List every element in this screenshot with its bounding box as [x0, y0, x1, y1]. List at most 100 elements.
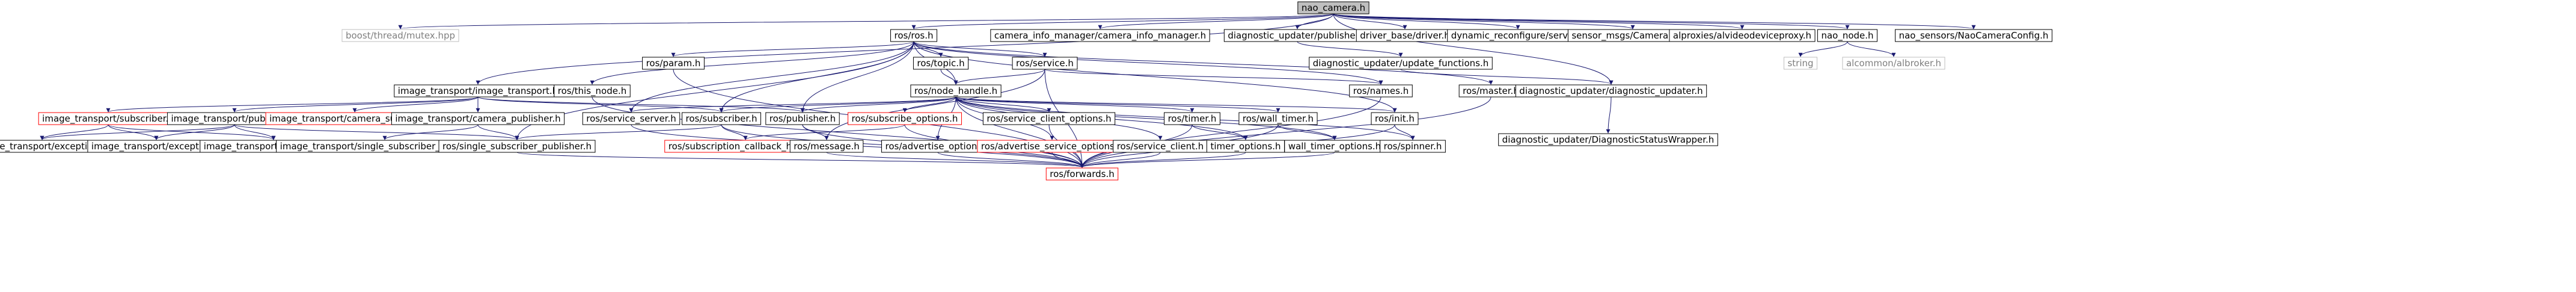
header-node-label: image_transport/image_transport.h	[398, 85, 558, 97]
include-edge	[937, 152, 1085, 168]
header-node-label: nao_node.h	[1821, 30, 1873, 42]
header-node-advopts[interactable]: ros/advertise_options.h	[881, 140, 994, 153]
header-node-label: ros/service_client.h	[1117, 141, 1204, 152]
include-edge	[1333, 13, 1635, 30]
include-edge	[40, 124, 235, 140]
header-node-itexc2[interactable]: image_transport/exception.h	[87, 140, 225, 153]
header-node-dupfun[interactable]: diagnostic_updater/update_functions.h	[1309, 57, 1493, 70]
include-edge	[1333, 13, 1520, 30]
header-node-boost-mutex: boost/thread/mutex.hpp	[341, 29, 459, 42]
header-node-box	[1371, 112, 1419, 125]
header-node-rossinglesub[interactable]: ros/single_subscriber_publisher.h	[438, 140, 596, 153]
include-edge	[955, 96, 1280, 113]
header-node-box	[1515, 84, 1707, 98]
header-node-naosensors[interactable]: nao_sensors/NaoCameraConfig.h	[1895, 29, 2052, 42]
header-node-label: diagnostic_updater/DiagnosticStatusWrapp…	[1502, 134, 1715, 146]
header-node-label: ros/node_handle.h	[914, 85, 997, 97]
header-node-box	[341, 29, 459, 42]
include-edge	[40, 124, 109, 140]
header-node-label: ros/subscription_callback_helper.h	[668, 141, 823, 152]
header-node-subscriber[interactable]: ros/subscriber.h	[682, 112, 761, 125]
header-node-dpub[interactable]: diagnostic_updater/publisher.h	[1223, 29, 1371, 42]
header-node-caminfo[interactable]: sensor_msgs/CameraInfo.h	[1567, 29, 1698, 42]
include-edge	[1080, 96, 1491, 168]
header-node-label: ros/param.h	[646, 58, 701, 69]
include-edge	[516, 152, 1085, 168]
include-edge	[824, 69, 1045, 140]
include-edge	[108, 124, 276, 140]
header-node-box	[789, 140, 864, 153]
include-edge	[382, 124, 479, 140]
include-edge	[913, 41, 1047, 57]
header-node-cim[interactable]: camera_info_manager/camera_info_manager.…	[990, 29, 1210, 42]
include-edge	[913, 41, 1383, 85]
header-node-ros-topic[interactable]: ros/topic.h	[913, 57, 969, 70]
header-node-names[interactable]: ros/names.h	[1349, 84, 1413, 98]
header-node-box	[682, 112, 761, 125]
header-node-walltimeropts[interactable]: wall_timer_options.h	[1284, 140, 1385, 153]
header-node-forwards[interactable]: ros/forwards.h	[1045, 167, 1119, 181]
include-edge	[1606, 96, 1612, 134]
header-node-dynrec[interactable]: dynamic_reconfigure/server.h	[1447, 29, 1589, 42]
header-node-label: image_transport/exception.h	[91, 141, 221, 152]
header-node-itsub[interactable]: image_transport/subscriber.h	[38, 112, 179, 125]
header-node-timer[interactable]: ros/timer.h	[1164, 112, 1220, 125]
header-node-label: camera_info_manager/camera_info_manager.…	[994, 30, 1206, 42]
header-node-dbase[interactable]: driver_base/driver.h	[1356, 29, 1454, 42]
header-node-dswrap[interactable]: diagnostic_updater/DiagnosticStatusWrapp…	[1498, 133, 1718, 146]
header-node-string: string	[1783, 57, 1818, 70]
header-node-label: sensor_msgs/CameraInfo.h	[1571, 30, 1693, 42]
header-node-dupd[interactable]: diagnostic_updater/diagnostic_updater.h	[1515, 84, 1707, 98]
header-node-label: string	[1787, 58, 1813, 69]
header-node-timeropts[interactable]: timer_options.h	[1206, 140, 1285, 153]
include-edge	[1192, 124, 1248, 140]
header-node-label: nao_camera.h	[1302, 2, 1365, 14]
header-node-svcclient[interactable]: ros/service_client.h	[1113, 140, 1208, 153]
include-edge	[1333, 13, 1850, 30]
header-node-naonode[interactable]: nao_node.h	[1817, 29, 1878, 42]
header-node-label: ros/forwards.h	[1050, 169, 1114, 179]
include-edge	[1080, 152, 1335, 168]
header-node-node-handle[interactable]: ros/node_handle.h	[910, 84, 1002, 98]
header-node-box	[1895, 29, 2052, 42]
header-node-label: dynamic_reconfigure/server.h	[1451, 30, 1585, 42]
header-node-label: ros/single_subscriber_publisher.h	[442, 141, 592, 152]
header-node-scopts[interactable]: ros/service_client_options.h	[982, 112, 1116, 125]
header-node-label: ros/timer.h	[1168, 113, 1217, 124]
header-node-label: ros/master.h	[1463, 85, 1519, 96]
header-node-box	[1380, 140, 1446, 153]
include-edge	[721, 124, 748, 140]
header-node-label: boost/thread/mutex.hpp	[346, 30, 455, 41]
header-node-this-node[interactable]: ros/this_node.h	[554, 84, 631, 98]
header-node-it[interactable]: image_transport/image_transport.h	[394, 84, 562, 98]
header-node-label: ros/init.h	[1375, 113, 1415, 124]
header-node-walltimer[interactable]: ros/wall_timer.h	[1238, 112, 1318, 125]
header-node-ros-ros[interactable]: ros/ros.h	[890, 29, 937, 42]
header-node-label: ros/this_node.h	[558, 85, 626, 97]
header-node-advsvcopts[interactable]: ros/advertise_service_options.h	[977, 140, 1127, 153]
header-node-ros-param[interactable]: ros/param.h	[642, 57, 705, 70]
header-node-message[interactable]: ros/message.h	[789, 140, 864, 153]
header-node-nao-camera[interactable]: nao_camera.h	[1297, 1, 1369, 14]
header-node-box	[848, 112, 962, 125]
header-node-box	[1164, 112, 1220, 125]
include-edge	[590, 41, 914, 85]
header-node-master[interactable]: ros/master.h	[1458, 84, 1523, 98]
header-node-ros-service[interactable]: ros/service.h	[1012, 57, 1078, 70]
header-node-subopts[interactable]: ros/subscribe_options.h	[848, 112, 962, 125]
header-node-itcampub[interactable]: image_transport/camera_publisher.h	[391, 112, 565, 125]
header-node-service-server[interactable]: ros/service_server.h	[582, 112, 681, 125]
header-node-label: ros/ros.h	[895, 30, 934, 41]
include-edge	[913, 41, 1493, 85]
header-node-spinner[interactable]: ros/spinner.h	[1380, 140, 1446, 153]
header-node-label: alproxies/alvideodeviceproxy.h	[1673, 30, 1811, 41]
header-node-alproxy[interactable]: alproxies/alvideodeviceproxy.h	[1669, 29, 1816, 42]
header-node-label: alcommon/albroker.h	[1846, 58, 1941, 69]
header-node-init[interactable]: ros/init.h	[1371, 112, 1419, 125]
include-edge	[800, 96, 956, 113]
include-edge	[629, 96, 956, 113]
header-node-publisher[interactable]: ros/publisher.h	[765, 112, 840, 125]
header-node-subcbh[interactable]: ros/subscription_callback_helper.h	[664, 140, 827, 153]
include-edge	[629, 41, 914, 113]
